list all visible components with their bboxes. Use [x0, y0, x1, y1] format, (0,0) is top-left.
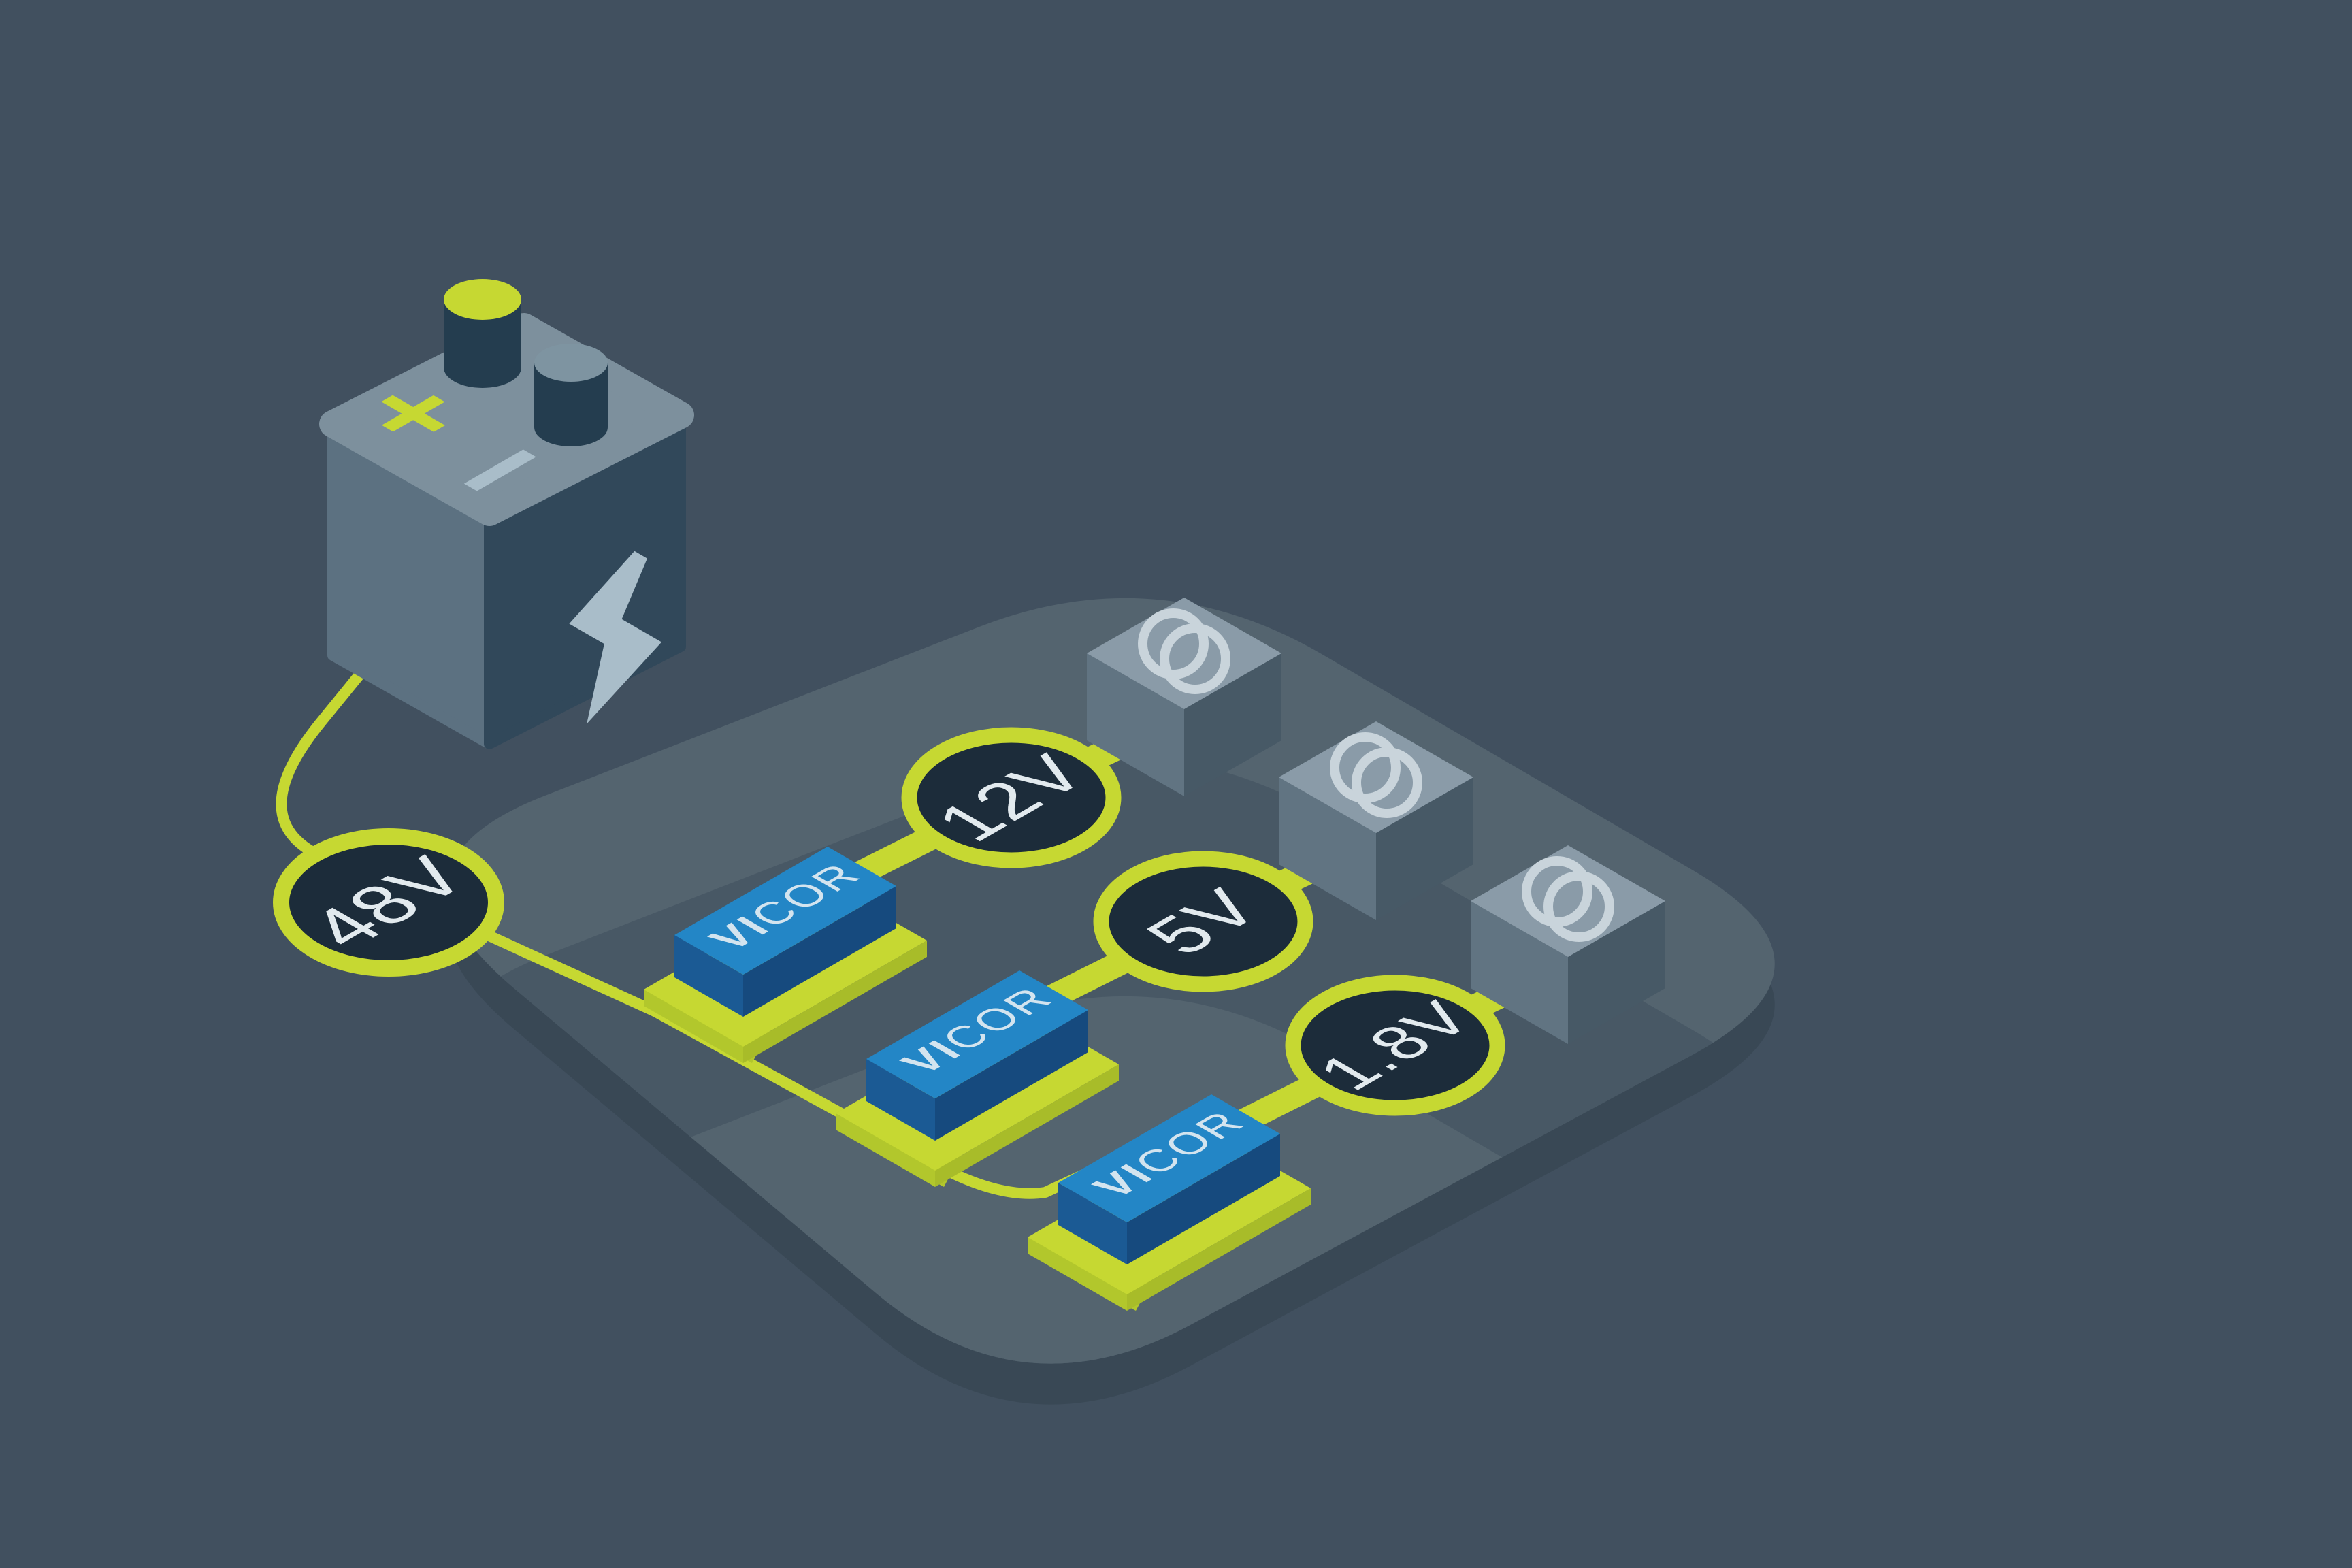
load-cube-3 — [1471, 845, 1665, 1044]
output-node-12v: 12V — [901, 727, 1122, 868]
load-cube-2 — [1279, 721, 1473, 920]
module-body — [866, 970, 1088, 1141]
node-ring — [901, 727, 1122, 868]
load-rings-icon — [1138, 608, 1230, 694]
cube-top-face — [1279, 721, 1473, 833]
battery-negative-terminal — [534, 344, 608, 446]
load-rings-icon — [1330, 732, 1422, 818]
node-ring — [1093, 851, 1313, 992]
source-node-48v: 48V — [273, 828, 504, 977]
module-body — [674, 847, 896, 1017]
output-node-5v: 5V — [1093, 851, 1313, 992]
cube-left-face — [1087, 653, 1184, 796]
cube-left-face — [1471, 901, 1568, 1044]
battery-icon: + − — [319, 279, 694, 749]
node-ring — [273, 828, 504, 977]
load-rings-icon — [1522, 856, 1614, 942]
cube-right-face — [1568, 901, 1665, 1044]
output-node-1v8: 1.8V — [1285, 975, 1505, 1116]
cube-top-face — [1087, 598, 1281, 709]
load-cube-1 — [1087, 598, 1281, 796]
converter-module-3: VICOR — [1028, 1094, 1311, 1311]
module-body — [1058, 1094, 1280, 1264]
cube-top-face — [1471, 845, 1665, 957]
lightning-bolt-icon — [569, 551, 662, 724]
cube-right-face — [1376, 777, 1473, 920]
node-ring — [1285, 975, 1505, 1116]
battery-positive-terminal — [444, 279, 521, 388]
converter-module-1: VICOR — [644, 847, 927, 1063]
cube-left-face — [1279, 777, 1376, 920]
cube-right-face — [1184, 653, 1281, 796]
